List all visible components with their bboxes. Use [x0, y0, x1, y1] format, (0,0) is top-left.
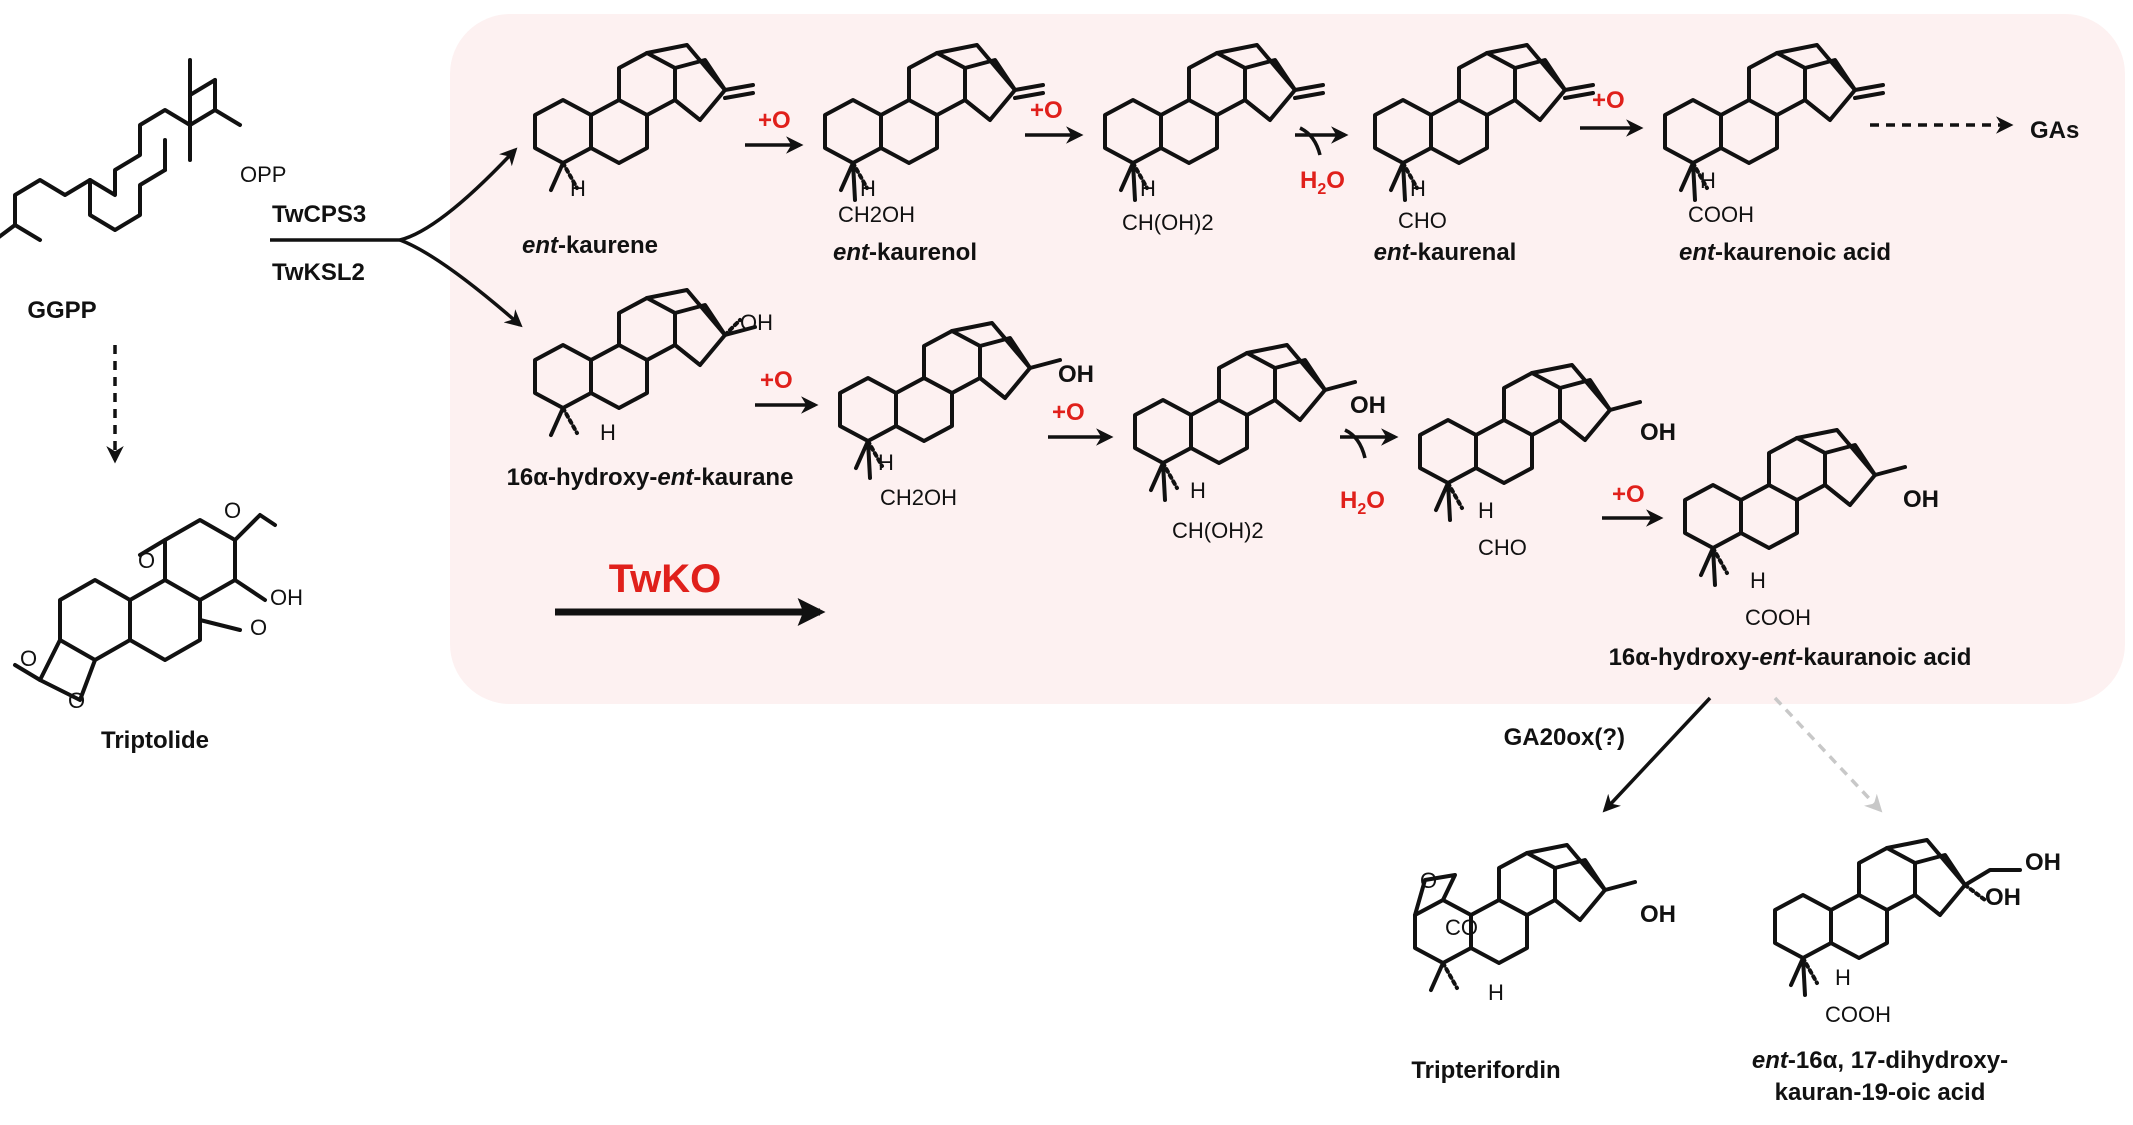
hydroxy-kauranoic-acid-label: 16α-hydroxy-ent-kauranoic acid	[1609, 644, 1972, 671]
plus-o-4: +O	[760, 367, 793, 394]
dihydroxy-acid-cooh: COOH	[1825, 1002, 1891, 1027]
water-lower: H2O	[1340, 487, 1385, 518]
ent-kaurenoic-acid-label: ent-kaurenoic acid	[1679, 239, 1891, 266]
hydroxy-diol-structure	[1133, 343, 1357, 502]
triptolide-structure	[13, 513, 277, 702]
ent-kaurenal-cho: CHO	[1398, 208, 1447, 233]
ent-kaurenol-structure	[823, 43, 1045, 202]
ent-kaurenoic-acid-structure	[1663, 43, 1885, 202]
tripterifordin-co: CO	[1445, 915, 1478, 940]
hydroxy-kauranoic-acid-structure	[1683, 428, 1907, 587]
arrow-to-tripterifordin	[1602, 696, 1712, 813]
dihydroxy-acid-oh1: OH	[2025, 849, 2061, 876]
hydroxy-diol-group: CH(OH)2	[1172, 518, 1264, 543]
kaurenol-diol-structure	[1103, 43, 1325, 202]
hydroxy-kaurane-structure	[533, 288, 757, 437]
tripterifordin-label: Tripterifordin	[1411, 1057, 1560, 1084]
triptolide-o2: O	[68, 688, 85, 713]
ent-kaurenol-ch2oh: CH2OH	[838, 202, 915, 227]
water-loss-upper	[1299, 126, 1322, 156]
hydroxy-kaurenal-h: H	[1478, 498, 1494, 523]
enzyme-twko: TwKO	[609, 557, 722, 601]
water-upper: H2O	[1300, 167, 1345, 198]
ent-kaurenol-label: ent-kaurenol	[833, 239, 977, 266]
tripterifordin-oh: OH	[1640, 901, 1676, 928]
hydroxy-kaurenol-oh: OH	[1058, 361, 1094, 388]
hydroxy-kaurenal-cho: CHO	[1478, 535, 1527, 560]
dihydroxy-acid-oh2: OH	[1985, 884, 2021, 911]
dihydroxy-acid-structure	[1773, 838, 2022, 997]
hydroxy-kaurenol-h: H	[878, 450, 894, 475]
triptolide-o4: O	[224, 498, 241, 523]
gas-label: GAs	[2030, 117, 2079, 144]
enzyme-ga20ox: GA20ox(?)	[1504, 724, 1625, 751]
dihydroxy-acid-label-line1: ent-16α, 17-dihydroxy-	[1752, 1047, 2008, 1074]
triptolide-o1: O	[20, 646, 37, 671]
plus-o-2: +O	[1030, 97, 1063, 124]
hydroxy-kaurenal-oh: OH	[1640, 419, 1676, 446]
triptolide-label: Triptolide	[101, 727, 209, 754]
arrow-to-kaurene	[399, 147, 518, 242]
hydroxy-kaurane-oh: OH	[740, 310, 773, 335]
tripterifordin-h: H	[1488, 980, 1504, 1005]
plus-o-1: +O	[758, 107, 791, 134]
ent-kaurenol-h: H	[860, 176, 876, 201]
enzyme-twcps3: TwCPS3	[272, 201, 366, 228]
hydroxy-kaurane-label: 16α-hydroxy-ent-kaurane	[507, 464, 794, 491]
triptolide-oh: OH	[270, 585, 303, 610]
hydroxy-kaurenol-structure	[838, 321, 1062, 480]
ggpp-structure	[0, 58, 242, 242]
diol-group: CH(OH)2	[1122, 210, 1214, 235]
ent-kaurenal-h: H	[1410, 176, 1426, 201]
ent-kaurene-h: H	[570, 176, 586, 201]
hydroxy-diol-oh: OH	[1350, 392, 1386, 419]
opp-group: OPP	[240, 162, 286, 187]
plus-o-3: +O	[1592, 87, 1625, 114]
ent-kaurenal-label: ent-kaurenal	[1374, 239, 1517, 266]
hydroxy-kaurenal-structure	[1418, 363, 1642, 522]
ent-kaurene-structure	[533, 43, 755, 192]
diol-h: H	[1140, 176, 1156, 201]
dihydroxy-acid-h: H	[1835, 965, 1851, 990]
arrow-to-hydroxykaurane	[399, 238, 523, 328]
water-loss-lower	[1344, 428, 1367, 459]
plus-o-5: +O	[1052, 399, 1085, 426]
ent-kaurenoic-acid-h: H	[1700, 168, 1716, 193]
triptolide-o3: O	[138, 548, 155, 573]
tripterifordin-structure	[1413, 843, 1637, 992]
triptolide-o5: O	[250, 615, 267, 640]
hydroxy-kaurenol-ch2oh: CH2OH	[880, 485, 957, 510]
arrow-to-dihydroxy-acid	[1773, 696, 1883, 813]
dihydroxy-acid-label-line2: kauran-19-oic acid	[1775, 1079, 1986, 1106]
enzyme-twksl2: TwKSL2	[272, 259, 365, 286]
hydroxy-kauranoic-acid-oh: OH	[1903, 486, 1939, 513]
ent-kaurenal-structure	[1373, 43, 1595, 202]
hydroxy-diol-h: H	[1190, 478, 1206, 503]
hydroxy-kauranoic-acid-h: H	[1750, 568, 1766, 593]
ggpp-label: GGPP	[27, 297, 96, 324]
ent-kaurene-label: ent-kaurene	[522, 232, 658, 259]
hydroxy-kauranoic-acid-cooh: COOH	[1745, 605, 1811, 630]
plus-o-6: +O	[1612, 481, 1645, 508]
hydroxy-kaurane-h: H	[600, 420, 616, 445]
tripterifordin-o: O	[1420, 868, 1437, 893]
ent-kaurenoic-acid-cooh: COOH	[1688, 202, 1754, 227]
